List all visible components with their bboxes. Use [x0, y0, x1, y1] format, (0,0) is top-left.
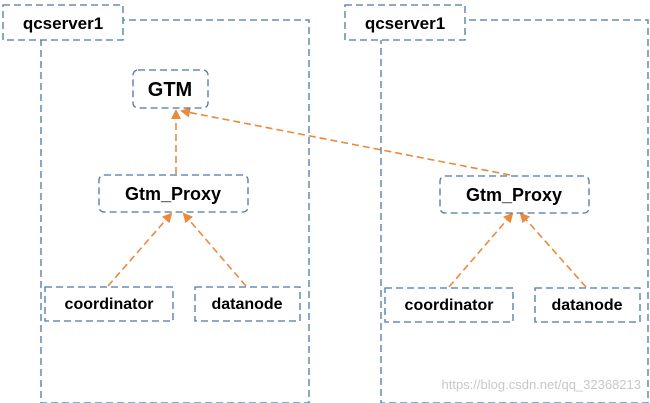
gtm-proxy-node-left: Gtm_Proxy: [98, 174, 249, 213]
server-label-left-text: qcserver1: [23, 14, 103, 33]
gtm-proxy-right-label: Gtm_Proxy: [466, 185, 562, 205]
arrow-coord-right-to-proxy: [448, 212, 514, 288]
coordinator-node-right: coordinator: [384, 287, 514, 323]
watermark-text: https://blog.csdn.net/qq_32368213: [442, 377, 642, 392]
gtm-label: GTM: [148, 79, 192, 101]
arrow-coord-left-to-proxy: [107, 212, 173, 287]
datanode-left-label: datanode: [211, 296, 282, 313]
coordinator-node-left: coordinator: [44, 286, 174, 322]
gtm-proxy-left-label: Gtm_Proxy: [125, 184, 221, 204]
datanode-node-right: datanode: [534, 287, 641, 323]
gtm-node: GTM: [132, 69, 209, 109]
server-label-left: qcserver1: [2, 4, 124, 41]
coordinator-right-label: coordinator: [405, 297, 494, 314]
coordinator-left-label: coordinator: [65, 296, 154, 313]
gtm-proxy-node-right: Gtm_Proxy: [439, 175, 590, 214]
datanode-right-label: datanode: [551, 297, 622, 314]
datanode-node-left: datanode: [194, 286, 301, 322]
arrow-data-left-to-proxy: [182, 212, 247, 287]
arrow-data-right-to-proxy: [519, 212, 587, 288]
arrow-proxy-right-to-gtm: [180, 107, 511, 176]
server-label-right: qcserver1: [344, 4, 466, 41]
server-label-right-text: qcserver1: [365, 14, 445, 33]
